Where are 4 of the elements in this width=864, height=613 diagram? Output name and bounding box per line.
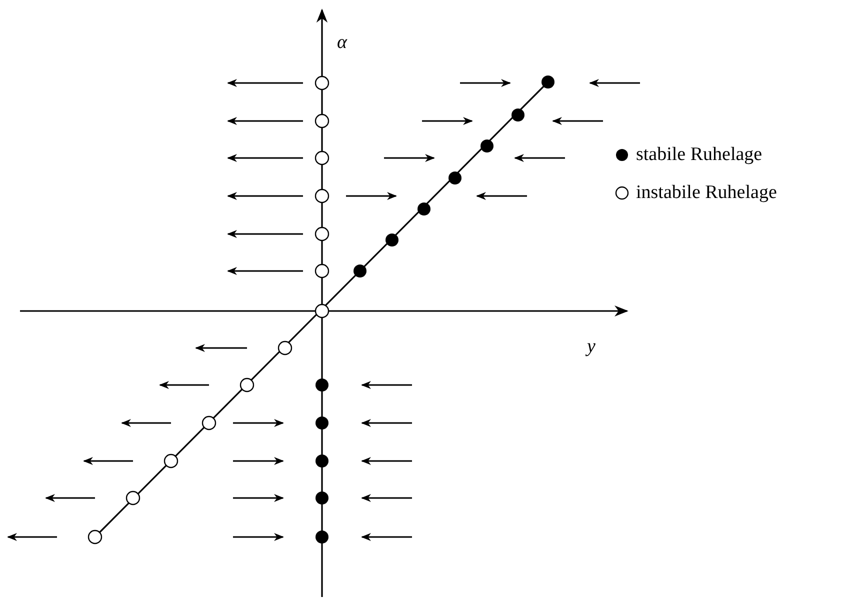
legend-label: instabile Ruhelage xyxy=(636,183,777,202)
axis-label: α xyxy=(337,33,347,52)
axis-label: y xyxy=(587,337,596,356)
legend-label: stabile Ruhelage xyxy=(636,145,762,164)
